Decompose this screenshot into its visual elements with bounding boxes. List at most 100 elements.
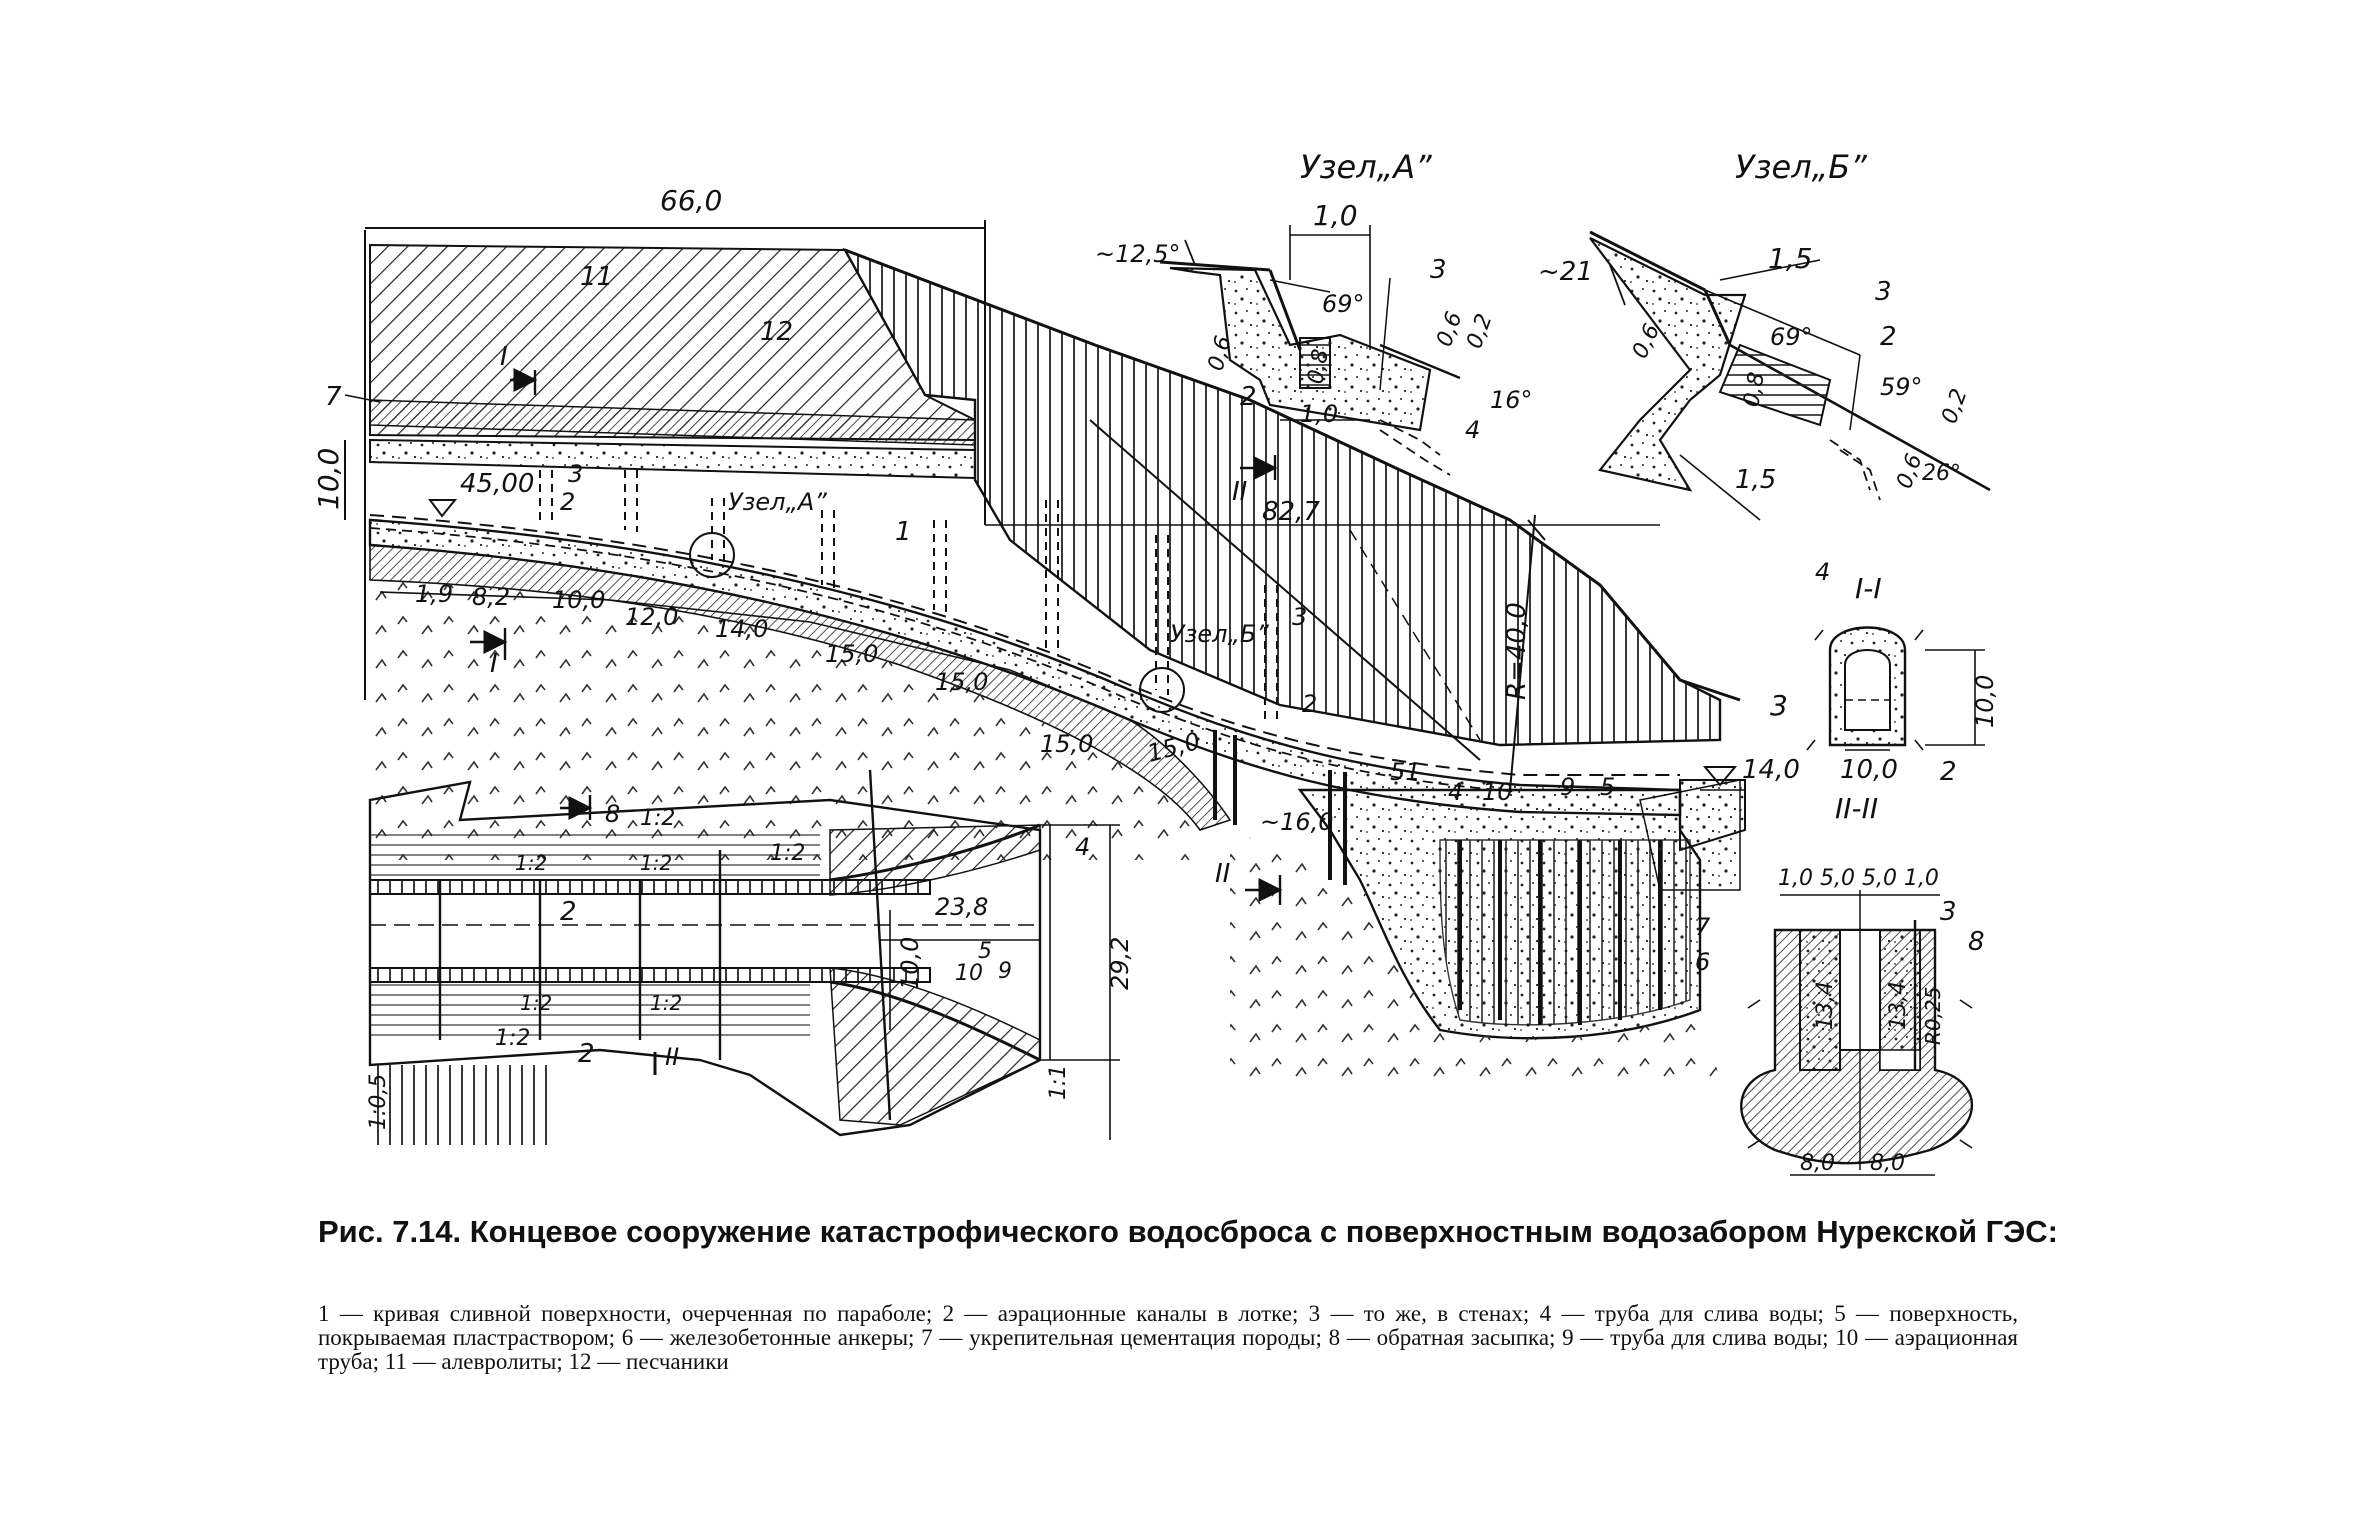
cut-I-top: I: [500, 342, 508, 372]
node-b-15: 1,5: [1768, 242, 1813, 275]
plan-slope-3: 1:2: [640, 851, 672, 875]
node-a-3: 3: [1430, 255, 1447, 285]
flow-surface-dashed: [369, 514, 1680, 776]
section-I-height: 10,0: [1971, 675, 1999, 728]
plan-slope-6: 1:2: [650, 991, 682, 1015]
plan-slope-2: 1:2: [515, 851, 547, 875]
figure-caption-legend: 1 — кривая сливной поверхности, очерченн…: [318, 1301, 2018, 1374]
radius-line: [1509, 514, 1536, 791]
section-II-II: [1740, 890, 1973, 1176]
dim-seg-2: 8,2: [472, 583, 510, 611]
node-b-15b: 1,5: [1735, 465, 1776, 495]
plan-label-2a: 2: [560, 897, 577, 927]
rock-pattern: [370, 580, 1200, 860]
node-a-4: 4: [1465, 416, 1480, 444]
node-a-02: 0,2: [1462, 311, 1497, 352]
label-3-left: 3: [568, 460, 583, 488]
plan-label-5: 5: [978, 939, 992, 964]
plan-label-4: 4: [1075, 833, 1090, 861]
label-5-main: 5: [1600, 773, 1615, 801]
section-II-8: 8: [1968, 927, 1985, 957]
cut-II-top: II: [1232, 477, 1247, 507]
dim-top-length: 66,0: [660, 184, 722, 217]
node-a-2: 2: [1240, 382, 1257, 412]
plan-cut-II: II: [665, 1043, 679, 1071]
label-3-mid: 3: [1292, 603, 1307, 631]
rock-below-basin: [1230, 830, 1720, 1080]
plan-view-labels: 8 1:2 1:2 1:2 1:2 2 1:2 1:2 1:2 2 II 4 2…: [366, 800, 1134, 1130]
plan-label-2b: 2: [578, 1039, 595, 1069]
plan-view: [368, 769, 1120, 1145]
plan-dim-292: 29,2: [1106, 937, 1134, 990]
plan-wing-lower: [829, 967, 1041, 1126]
node-a-title: Узел„А”: [1300, 148, 1432, 186]
dim-elev-14: 14,0: [1742, 755, 1800, 785]
plan-label-9: 9: [998, 959, 1012, 984]
node-b-marker: [1139, 667, 1185, 713]
label-12: 12: [760, 317, 793, 347]
label-51: 51: [1390, 758, 1421, 786]
node-b-4: 4: [1815, 558, 1830, 586]
plan-upper-fill: [370, 830, 820, 880]
plan-dim-238: 23,8: [935, 893, 988, 921]
label-1: 1: [895, 517, 912, 547]
node-a-marker: [689, 532, 735, 578]
plan-wing-upper: [829, 824, 1041, 896]
node-a-06: 0,6: [1204, 333, 1237, 373]
section-II-title: II-II: [1835, 792, 1878, 825]
node-a-69: 69°: [1322, 290, 1365, 318]
figure-caption-title: Рис. 7.14. Концевое сооружение катастроф…: [318, 1214, 2058, 1249]
dim-seg-5: 14,0: [715, 615, 768, 643]
node-b-title: Узел„Б”: [1735, 148, 1867, 186]
node-a-16: 16°: [1490, 386, 1533, 414]
plan-left-strip: [370, 1065, 550, 1145]
dim-seg-9: 15,0: [1144, 727, 1203, 768]
aeration-pipes: [539, 470, 1278, 725]
node-a-10b: 1,0: [1300, 400, 1338, 428]
section-II-b1: 8,0: [1800, 1151, 1835, 1176]
plan-dim-100: 10,0: [896, 937, 924, 990]
node-b-detail: [1589, 230, 1991, 521]
section-II-r: R0,25: [1921, 987, 1945, 1045]
node-b-angle: ~21: [1538, 257, 1593, 287]
plan-slope-11: 1:1: [1046, 1065, 1071, 1100]
dim-seg-1: 1,9: [415, 580, 453, 608]
node-a-width: 1,0: [1313, 199, 1358, 232]
node-b-3: 3: [1875, 277, 1892, 307]
dim-seg-6: 15,0: [825, 640, 878, 668]
dim-seg-8: 15,0: [1040, 730, 1093, 758]
main-profile-labels: 66,0 10,0 45,00 1,9 8,2 10,0 12,0 14,0 1…: [312, 184, 1800, 976]
section-I-I: [1806, 626, 1985, 751]
dim-elev-45: 45,00: [460, 469, 534, 499]
label-2-left: 2: [560, 488, 575, 516]
node-a-callout: Узел„А”: [728, 488, 827, 516]
plan-label-8: 8: [605, 800, 620, 828]
plan-lower-fill: [370, 982, 810, 1037]
basin-cementation: [1439, 839, 1691, 1026]
section-II-top-dims: 1,0 5,0 5,0 1,0: [1778, 866, 1939, 891]
plan-slope-1: 1:2: [640, 806, 675, 831]
label-6-basin: 6: [1695, 948, 1710, 976]
section-II-h2: 13,4: [1886, 981, 1911, 1030]
plan-slope-4: 1:2: [770, 841, 805, 866]
label-9-main: 9: [1560, 773, 1575, 801]
node-b-02: 0,2: [1937, 386, 1972, 427]
node-b-59: 59°: [1880, 373, 1923, 401]
section-I-I-labels: I-I 10,0 10,0 3 2: [1770, 572, 1999, 787]
node-b-69a: 69°: [1770, 323, 1813, 351]
anchors: [1213, 730, 1662, 1025]
plan-outline: [368, 780, 1042, 1137]
section-I-title: I-I: [1855, 572, 1882, 605]
main-profile: [344, 220, 1746, 1080]
plan-label-10: 10: [955, 961, 983, 986]
label-7: 7: [325, 382, 342, 412]
plan-slope-5: 1:2: [520, 991, 552, 1015]
label-4-main: 4: [1448, 778, 1463, 806]
label-7-basin: 7: [1695, 913, 1711, 941]
section-I-width: 10,0: [1840, 755, 1898, 785]
node-a-labels: Узел„А” 1,0 ~12,5° 3 69° 0,6 0,8 2 1,0 0…: [1095, 148, 1533, 444]
label-10-main: 10: [1482, 778, 1513, 806]
cut-II-bottom: II: [1215, 859, 1230, 889]
dim-elev-827: 82,7: [1262, 497, 1320, 527]
